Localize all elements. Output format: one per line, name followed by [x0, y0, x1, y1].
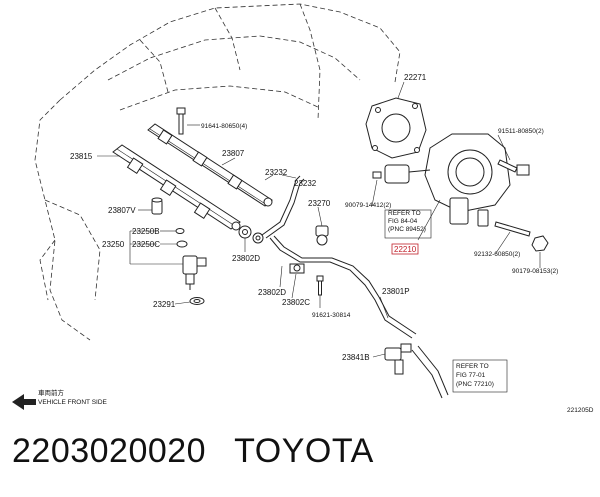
damper-23807v [151, 197, 163, 215]
stud-92132 [494, 221, 531, 237]
gasket-23802d-a [238, 225, 252, 239]
gasket-23802d-b [252, 232, 264, 244]
leader-lines [97, 81, 541, 358]
label-90179: 90179-08153(2) [512, 268, 558, 275]
nut-90179 [531, 235, 549, 252]
label-23802c: 23802C [282, 298, 310, 307]
label-23841b: 23841B [342, 353, 370, 362]
fuel-rail-23807 [147, 123, 273, 207]
label-22271: 22271 [404, 73, 427, 82]
fuel-rail-23815 [112, 144, 241, 231]
bolt-91621 [316, 275, 324, 296]
brand-name: TOYOTA [234, 432, 374, 470]
refer-box-fig-77-01 [452, 359, 508, 393]
part-caption: 2203020020 TOYOTA [12, 432, 374, 471]
hose-connector-23841b [384, 343, 449, 399]
refer-box-fig-84-04 [384, 209, 432, 239]
highlight-box-22210 [391, 243, 419, 255]
insulator-23291 [189, 297, 205, 305]
label-90079: 90079-14412(2) [345, 202, 391, 209]
label-23250: 23250 [102, 240, 125, 249]
vehicle-front-arrow-icon [12, 394, 36, 410]
label-23250c: 23250C [132, 240, 160, 249]
clamp-23802c [289, 263, 305, 274]
gasket-22271 [365, 97, 427, 159]
injector-23250 [182, 255, 207, 290]
bolt-91511 [497, 159, 530, 176]
label-23801p: 23801P [382, 287, 410, 296]
label-92132: 92132-60850(2) [474, 251, 520, 258]
refer-1-line-1: REFER TO [388, 210, 421, 217]
label-91511: 91511-80850(2) [498, 128, 544, 135]
refer-1-line-2: FIG 84-04 [388, 218, 418, 225]
o-ring-23250b [175, 228, 185, 234]
label-23802d-a: 23802D [232, 254, 260, 263]
bolt-91641 [176, 107, 186, 135]
label-23232-a: 23232 [265, 168, 288, 177]
throttle-body-22210 [384, 133, 511, 227]
screw-90079 [372, 171, 382, 179]
refer-2-line-1: REFER TO [456, 363, 489, 370]
refer-2-line-3: (PNC 77210) [456, 381, 494, 388]
label-23291: 23291 [153, 300, 176, 309]
diagram-id: 221205D [567, 407, 594, 414]
label-23250b: 23250B [132, 227, 160, 236]
parts-diagram: 22271 91641-80650(4) 91511-80850(2) 2381… [12, 3, 594, 414]
refer-1-line-3: (PNC 89452) [388, 226, 426, 233]
vehicle-front-jp: 車両前方 [38, 388, 65, 397]
o-ring-23250c [176, 240, 188, 248]
union-bolt-23270 [315, 225, 329, 246]
label-91621: 91621-30814 [312, 312, 351, 319]
refer-2-line-2: FIG 77-01 [456, 372, 486, 379]
vehicle-front-en: VEHICLE FRONT SIDE [38, 399, 108, 406]
label-23807: 23807 [222, 149, 245, 158]
label-22210[interactable]: 22210 [394, 245, 417, 254]
label-23807v: 23807V [108, 206, 136, 215]
label-91641: 91641-80650(4) [201, 123, 247, 130]
label-23232-b: 23232 [294, 179, 317, 188]
label-23802d-b: 23802D [258, 288, 286, 297]
label-23270: 23270 [308, 199, 331, 208]
part-number: 2203020020 [12, 432, 207, 470]
fuel-pipe-23232 [261, 175, 417, 339]
label-23815: 23815 [70, 152, 93, 161]
engine-outline [34, 3, 401, 341]
